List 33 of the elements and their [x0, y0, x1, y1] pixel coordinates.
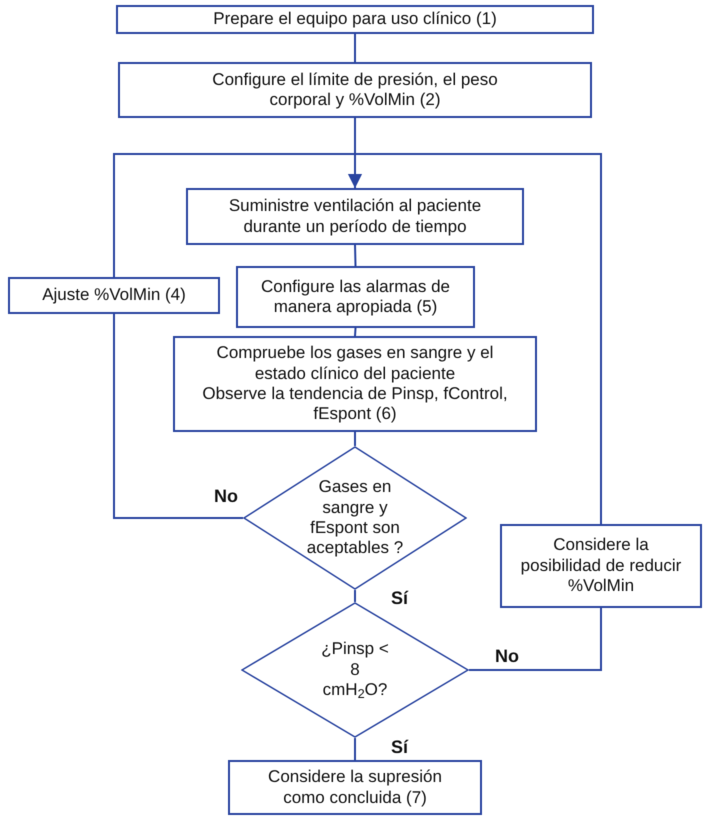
process-box [118, 62, 592, 118]
connector-line [354, 590, 356, 602]
connector-line [354, 328, 356, 336]
process-box [186, 188, 524, 245]
connector-line [354, 34, 356, 62]
arrow [348, 153, 602, 524]
connector-line [354, 738, 356, 760]
edge-label: Sí [389, 589, 410, 607]
node-text: Prepare el equipo para uso clínico (1) [213, 9, 497, 30]
connector-line [469, 608, 602, 671]
process-box [8, 277, 220, 314]
node-text: Configure el límite de presión, el peso corporal y %VolMin (2) [211, 70, 499, 110]
process-box [116, 5, 594, 34]
process-box [236, 266, 475, 328]
node-text: Ajuste %VolMin (4) [42, 285, 186, 306]
node-text: Suministre ventilación al paciente durante un período de tiempo [228, 196, 482, 237]
node-text: Configure las alarmas de manera apropiada (5) [260, 276, 451, 318]
process-box [500, 524, 702, 608]
edge-label: Sí [389, 738, 410, 756]
connector-line [354, 244, 356, 266]
node-text: Compruebe los gases en sangre y el estado clínico del paciente [216, 343, 494, 384]
decision-diamond [243, 446, 467, 590]
edge-label: No [212, 487, 240, 505]
process-box [173, 336, 537, 432]
node-text: ¿Pinsp < 8 cmH$_{2}$O? [320, 639, 390, 701]
node-text: Considere la posibilidad de reducir %VolMin [520, 535, 682, 597]
connector-line [354, 432, 356, 446]
process-box [228, 760, 482, 815]
node-text: Considere la supresión como concluida (7) [267, 767, 443, 808]
connector-line [113, 314, 243, 519]
node-text: Gases en sangre y fEspont son aceptables ? [306, 477, 404, 559]
node-text: Observe la tendencia de Pinsp, fControl, fEspont (6) [201, 384, 509, 425]
edge-label: No [493, 647, 521, 665]
